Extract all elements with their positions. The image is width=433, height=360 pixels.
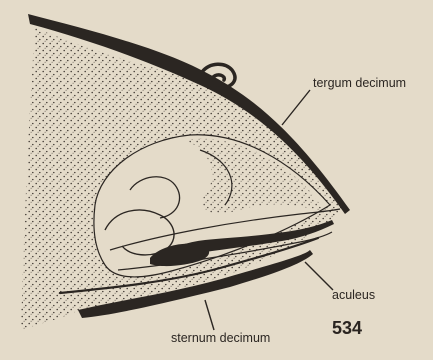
sternum-decimum-label: sternum decimum (171, 331, 270, 345)
tergum-decimum-label: tergum decimum (313, 76, 406, 90)
aculeus-leader-line (305, 262, 333, 290)
figure-number: 534 (332, 318, 362, 338)
sternum-leader-line (205, 300, 214, 330)
tergum-leader-line (282, 90, 310, 125)
aculeus-label: aculeus (332, 288, 375, 302)
